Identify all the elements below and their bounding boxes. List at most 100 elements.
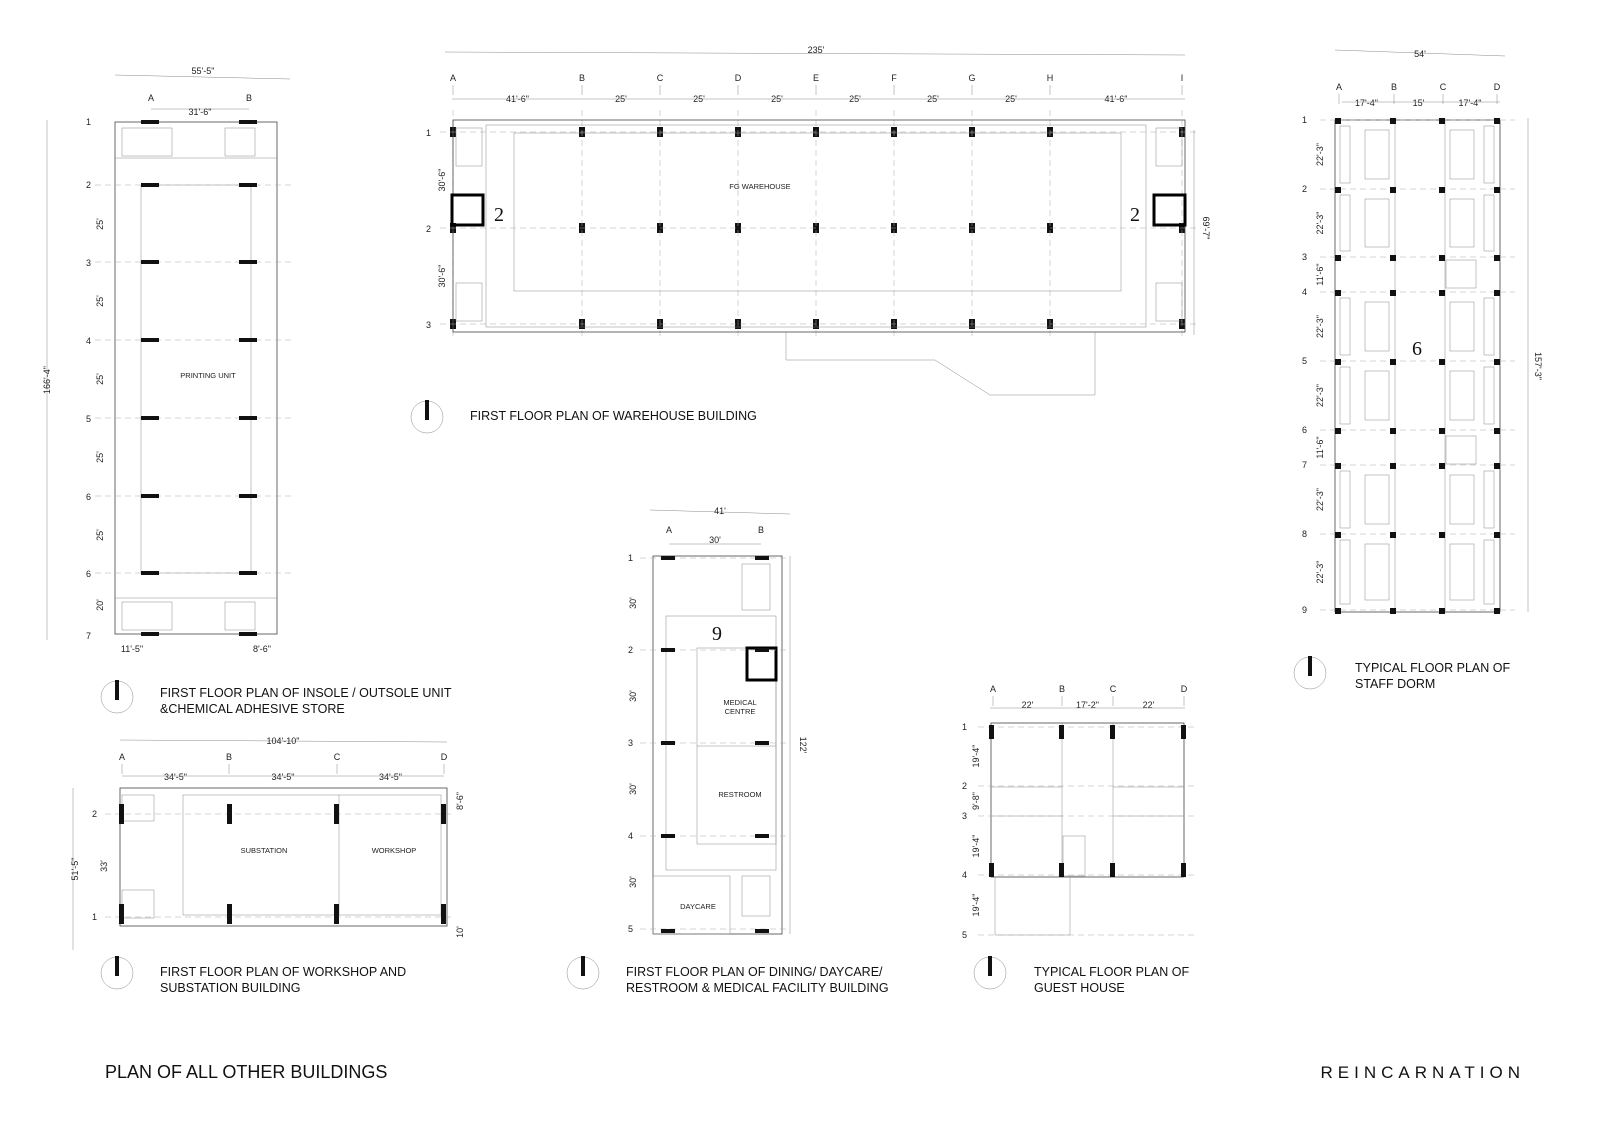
dorm-span-1: 17'-4" bbox=[1355, 98, 1378, 108]
insole-bay-2: 25' bbox=[95, 295, 105, 307]
dorm-column-4-1 bbox=[1390, 359, 1396, 365]
workshop-grid-col-c: C bbox=[334, 752, 341, 762]
dorm-column-5-1 bbox=[1390, 428, 1396, 434]
dorm-column-7-3 bbox=[1494, 532, 1500, 538]
guest-grid-row-4: 4 bbox=[962, 870, 967, 880]
guest-span-1: 22' bbox=[1022, 700, 1034, 710]
dining-grid-col-b: B bbox=[758, 525, 764, 535]
dorm-column-7-0 bbox=[1335, 532, 1341, 538]
insole-dim-right-bottom: 8'-6" bbox=[253, 644, 271, 654]
workshop-grid-row-2: 2 bbox=[92, 809, 97, 819]
warehouse-dim-total: 235' bbox=[808, 45, 825, 55]
dorm-column-0-0 bbox=[1335, 118, 1341, 124]
warehouse-grid-row-3: 3 bbox=[426, 320, 431, 330]
dorm-column-2-0 bbox=[1335, 255, 1341, 261]
dorm-row-dim-1: 22'-3" bbox=[1315, 143, 1325, 166]
warehouse-grid-col-i: I bbox=[1181, 73, 1184, 83]
plan-dining-daycare: 41' A B 30' 1 2 3 4 5 30' 30' 30' 30' 12… bbox=[566, 506, 889, 995]
insole-grid-row-6a: 6 bbox=[86, 492, 91, 502]
plan-insole-outsole: 55'-5" A B 31'-6" 166'-4" bbox=[42, 66, 452, 716]
dorm-column-6-3 bbox=[1494, 463, 1500, 469]
workshop-grid-col-b: B bbox=[226, 752, 232, 762]
dorm-row-dim-3: 11'-6" bbox=[1315, 263, 1325, 285]
warehouse-grid-col-h: H bbox=[1047, 73, 1054, 83]
dorm-grid-col-c: C bbox=[1440, 82, 1447, 92]
dorm-row-dim-4: 22'-3" bbox=[1315, 315, 1325, 338]
dining-room-daycare: DAYCARE bbox=[680, 902, 716, 911]
dorm-row-dim-7: 22'-3" bbox=[1315, 488, 1325, 511]
dining-caption-line2: RESTROOM & MEDICAL FACILITY BUILDING bbox=[626, 981, 889, 995]
dorm-dim-right: 157'-3" bbox=[1533, 352, 1543, 380]
dorm-column-7-2 bbox=[1439, 532, 1445, 538]
insole-bay-6: 20' bbox=[95, 599, 105, 611]
dining-dim-right: 122' bbox=[798, 737, 808, 754]
dining-grid-row-3: 3 bbox=[628, 738, 633, 748]
dorm-grid-row-4: 4 bbox=[1302, 287, 1307, 297]
dorm-column-5-3 bbox=[1494, 428, 1500, 434]
warehouse-grid-col-g: G bbox=[968, 73, 975, 83]
dorm-column-7-1 bbox=[1390, 532, 1396, 538]
dining-grid-col-a: A bbox=[666, 525, 672, 535]
dorm-column-1-1 bbox=[1390, 187, 1396, 193]
dorm-callout: 6 bbox=[1412, 338, 1422, 360]
workshop-grid-col-d: D bbox=[441, 752, 448, 762]
guest-grid-row-1: 1 bbox=[962, 722, 967, 732]
dorm-column-8-1 bbox=[1390, 608, 1396, 614]
dorm-column-0-3 bbox=[1494, 118, 1500, 124]
dorm-column-8-0 bbox=[1335, 608, 1341, 614]
insole-bay-5: 25' bbox=[95, 529, 105, 541]
guest-row-dim-4: 19'-4" bbox=[971, 894, 981, 917]
guest-grid-col-b: B bbox=[1059, 684, 1065, 694]
dorm-column-4-3 bbox=[1494, 359, 1500, 365]
warehouse-grid-col-b: B bbox=[579, 73, 585, 83]
dorm-column-2-2 bbox=[1439, 255, 1445, 261]
insole-dim-total-height: 166'-4" bbox=[42, 366, 52, 394]
dining-row-dim-3: 30' bbox=[628, 783, 638, 795]
dorm-column-4-2 bbox=[1439, 359, 1445, 365]
dorm-row-dim-5: 22'-3" bbox=[1315, 384, 1325, 407]
dorm-dim-total: 54' bbox=[1414, 49, 1426, 59]
insole-bay-4: 25' bbox=[95, 451, 105, 463]
warehouse-grid-col-c: C bbox=[657, 73, 664, 83]
dorm-column-5-2 bbox=[1439, 428, 1445, 434]
insole-caption-line1: FIRST FLOOR PLAN OF INSOLE / OUTSOLE UNI… bbox=[160, 686, 452, 700]
warehouse-caption: FIRST FLOOR PLAN OF WAREHOUSE BUILDING bbox=[470, 409, 757, 423]
sheet-title: PLAN OF ALL OTHER BUILDINGS bbox=[105, 1062, 387, 1082]
workshop-dim-right-bottom: 10' bbox=[455, 926, 465, 938]
dorm-grid-col-b: B bbox=[1391, 82, 1397, 92]
dorm-column-3-0 bbox=[1335, 290, 1341, 296]
dining-room-medical-line2: CENTRE bbox=[725, 707, 756, 716]
insole-grid-row-3: 3 bbox=[86, 258, 91, 268]
workshop-dim-left: 33' bbox=[99, 860, 109, 872]
dorm-grid-row-9: 9 bbox=[1302, 605, 1307, 615]
warehouse-column-1-3 bbox=[735, 223, 741, 233]
insole-dim-left-bottom: 11'-5" bbox=[121, 644, 143, 654]
workshop-dim-left-total: 51'-5" bbox=[70, 858, 80, 881]
guest-grid-col-a: A bbox=[990, 684, 996, 694]
dorm-column-3-3 bbox=[1494, 290, 1500, 296]
insole-grid-row-6b: 6 bbox=[86, 569, 91, 579]
dorm-grid-col-d: D bbox=[1494, 82, 1501, 92]
workshop-span-2: 34'-5" bbox=[272, 772, 295, 782]
insole-grid-row-2: 2 bbox=[86, 180, 91, 190]
dorm-span-2: 15' bbox=[1413, 98, 1425, 108]
guest-row-dim-2: 9'-8" bbox=[971, 792, 981, 810]
dorm-grid-col-a: A bbox=[1336, 82, 1342, 92]
guest-grid-row-2: 2 bbox=[962, 781, 967, 791]
warehouse-callout-left: 2 bbox=[494, 204, 504, 226]
guest-span-2: 17'-2" bbox=[1076, 700, 1099, 710]
dorm-caption-line1: TYPICAL FLOOR PLAN OF bbox=[1355, 661, 1510, 675]
workshop-span-3: 34'-5" bbox=[379, 772, 402, 782]
insole-caption-line2: &CHEMICAL ADHESIVE STORE bbox=[160, 702, 345, 716]
warehouse-row-dim-2: 30'-6" bbox=[437, 265, 447, 288]
insole-bay-1: 25' bbox=[95, 218, 105, 230]
workshop-dim-right-top: 8'-6" bbox=[455, 792, 465, 810]
guest-grid-row-5: 5 bbox=[962, 930, 967, 940]
guest-grid-col-c: C bbox=[1110, 684, 1117, 694]
dining-callout: 9 bbox=[712, 623, 722, 645]
dining-row-dim-2: 30' bbox=[628, 690, 638, 702]
insole-dim-ab: 31'-6" bbox=[189, 107, 212, 117]
